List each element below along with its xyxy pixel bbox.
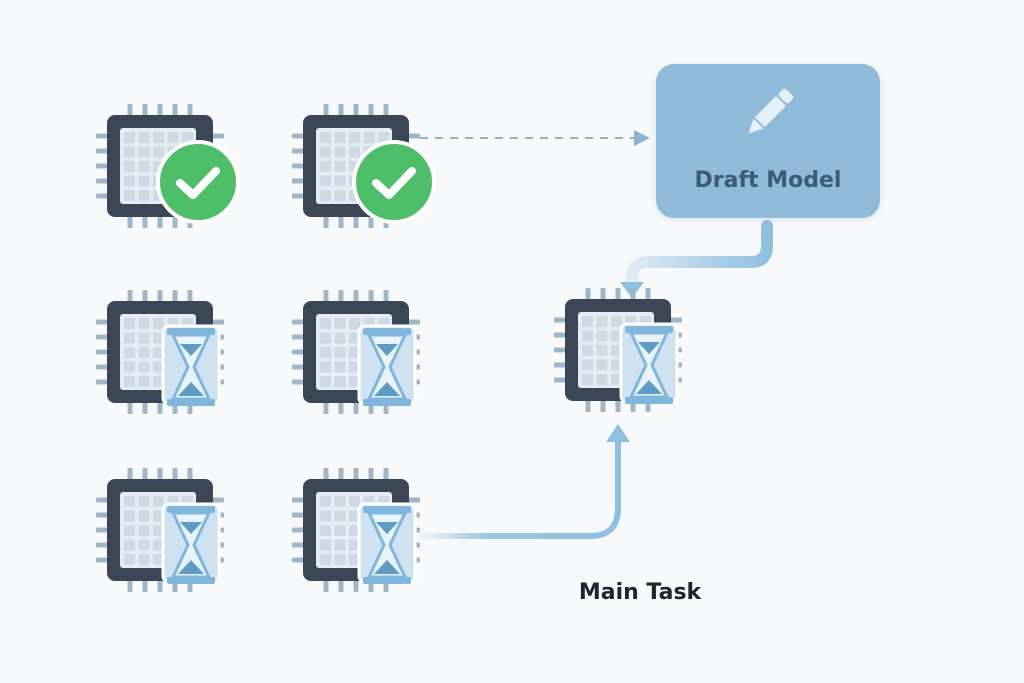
arrow-draft-to-main [620,220,773,298]
chip-waiting-6 [292,468,420,592]
chip-waiting-7 [554,288,682,412]
chip-waiting-5 [96,468,224,592]
chip-waiting-3 [96,290,224,414]
draft-model-label: Draft Model [694,168,842,193]
hourglass-icon [357,502,417,584]
hourglass-icon [357,324,417,406]
draft-model-box: Draft Model [656,64,880,218]
arrow-chip6-to-main [415,424,630,539]
hourglass-icon [161,324,221,406]
hourglass-icon [619,322,679,404]
hourglass-icon [161,502,221,584]
checkmark-icon [156,140,240,224]
main-task-label: Main Task [578,580,702,605]
chip-waiting-4 [292,290,420,414]
dashed-arrow-to-draft [420,130,650,146]
pencil-icon [748,88,794,134]
chip-done-1 [96,104,240,228]
chip-done-2 [292,104,436,228]
checkmark-icon [352,140,436,224]
